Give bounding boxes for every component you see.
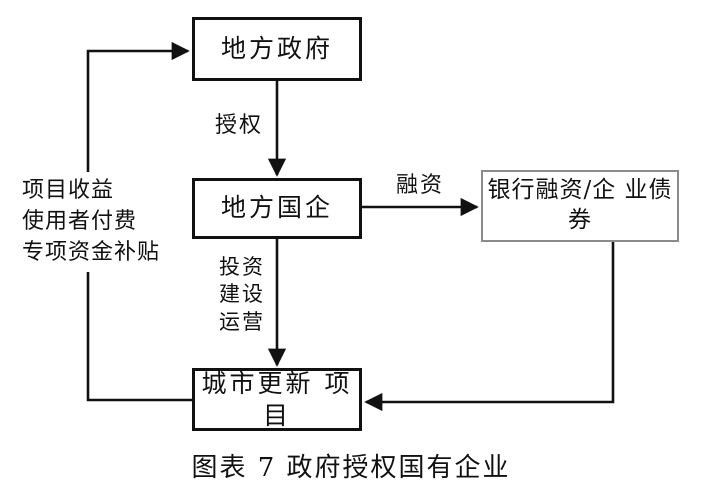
node-bank-financing-label: 银行融资/企 业债券 [487,177,673,233]
edge-label-revenue-streams: 项目收益 使用者付费 专项资金补贴 [18,172,165,272]
node-local-soe-label: 地方国企 [220,193,333,223]
edge-bank-to-project [364,242,615,412]
node-local-soe: 地方国企 [192,178,362,239]
node-urban-renewal-project-label: 城市更新 项目 [201,369,353,430]
edge-label-finance: 融资 [392,172,449,200]
figure-caption: 图表 7 政府授权国有企业 [191,453,511,483]
edge-label-invest-build-operate: 投资 建设 运营 [214,252,270,338]
edge-label-authorize: 授权 [211,112,268,140]
node-bank-financing-corporate-bonds: 银行融资/企 业债券 [481,170,679,242]
node-local-government: 地方政府 [192,17,362,81]
node-local-government-label: 地方政府 [220,33,333,63]
node-urban-renewal-project: 城市更新 项目 [192,368,362,431]
